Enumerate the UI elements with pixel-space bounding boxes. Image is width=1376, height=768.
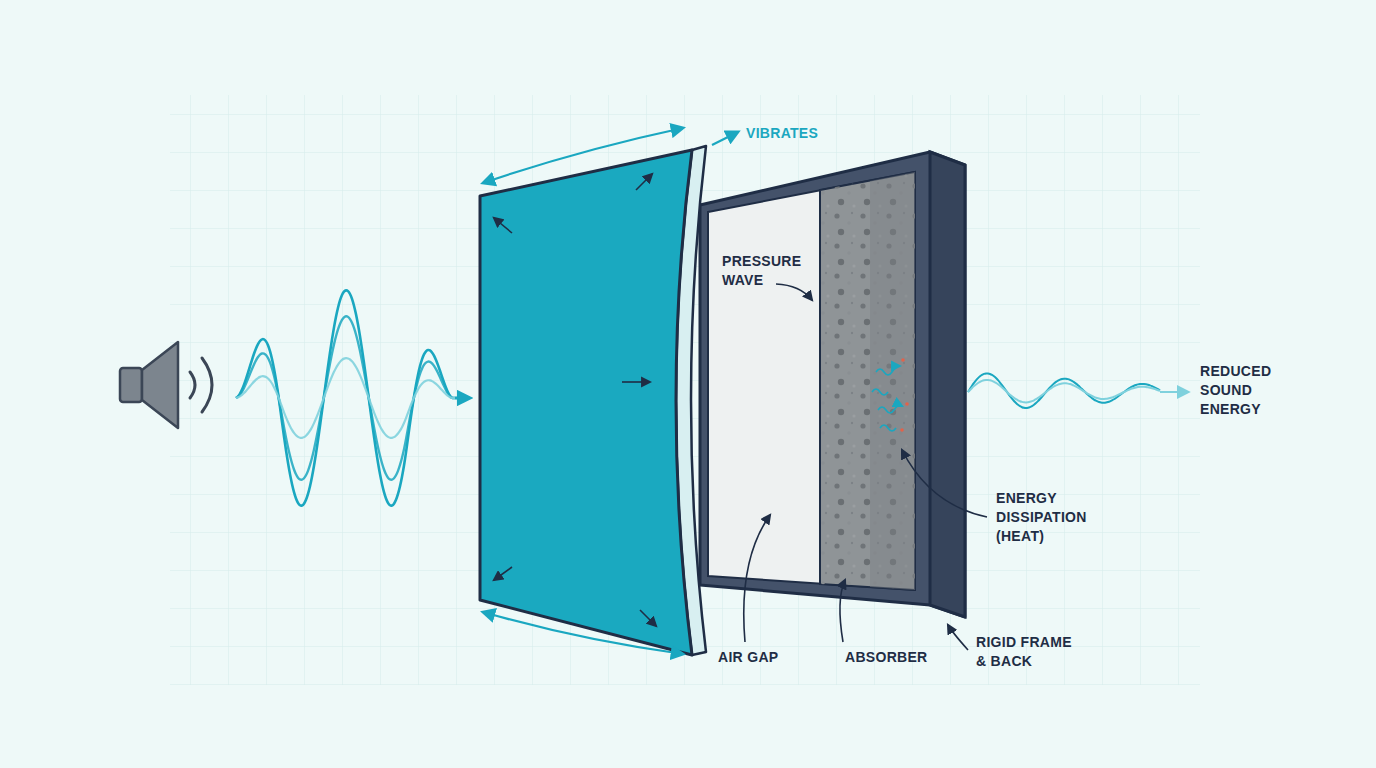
part-label: ABSORBER: [845, 648, 945, 667]
absorber-block: [820, 172, 915, 590]
force-arrows: [494, 174, 656, 626]
process-label: ENERGY DISSIPATION (HEAT): [996, 489, 1116, 546]
incoming-wave: [236, 290, 462, 505]
rigid-frame: [700, 152, 965, 617]
output-label: REDUCED SOUND ENERGY: [1200, 362, 1300, 419]
vibration-arrows: [483, 128, 738, 654]
wave-arrow: [455, 397, 470, 399]
part-label: RIGID FRAME & BACK: [976, 633, 1080, 671]
leader-lines: [744, 284, 987, 650]
outgoing-wave: [968, 373, 1160, 408]
heat-squiggles: [872, 358, 909, 432]
incoming-wave: [236, 358, 462, 438]
outgoing-wave: [968, 380, 1160, 402]
part-label: AIR GAP: [718, 648, 808, 667]
motion-label: VIBRATES: [746, 124, 856, 143]
speaker-icon: [120, 342, 212, 428]
part-label: PRESSURE WAVE: [722, 252, 804, 290]
incoming-wave: [236, 316, 462, 479]
wave-arrow: [1160, 391, 1188, 393]
grid: [170, 95, 1200, 685]
vibrating-panel: [480, 146, 706, 655]
